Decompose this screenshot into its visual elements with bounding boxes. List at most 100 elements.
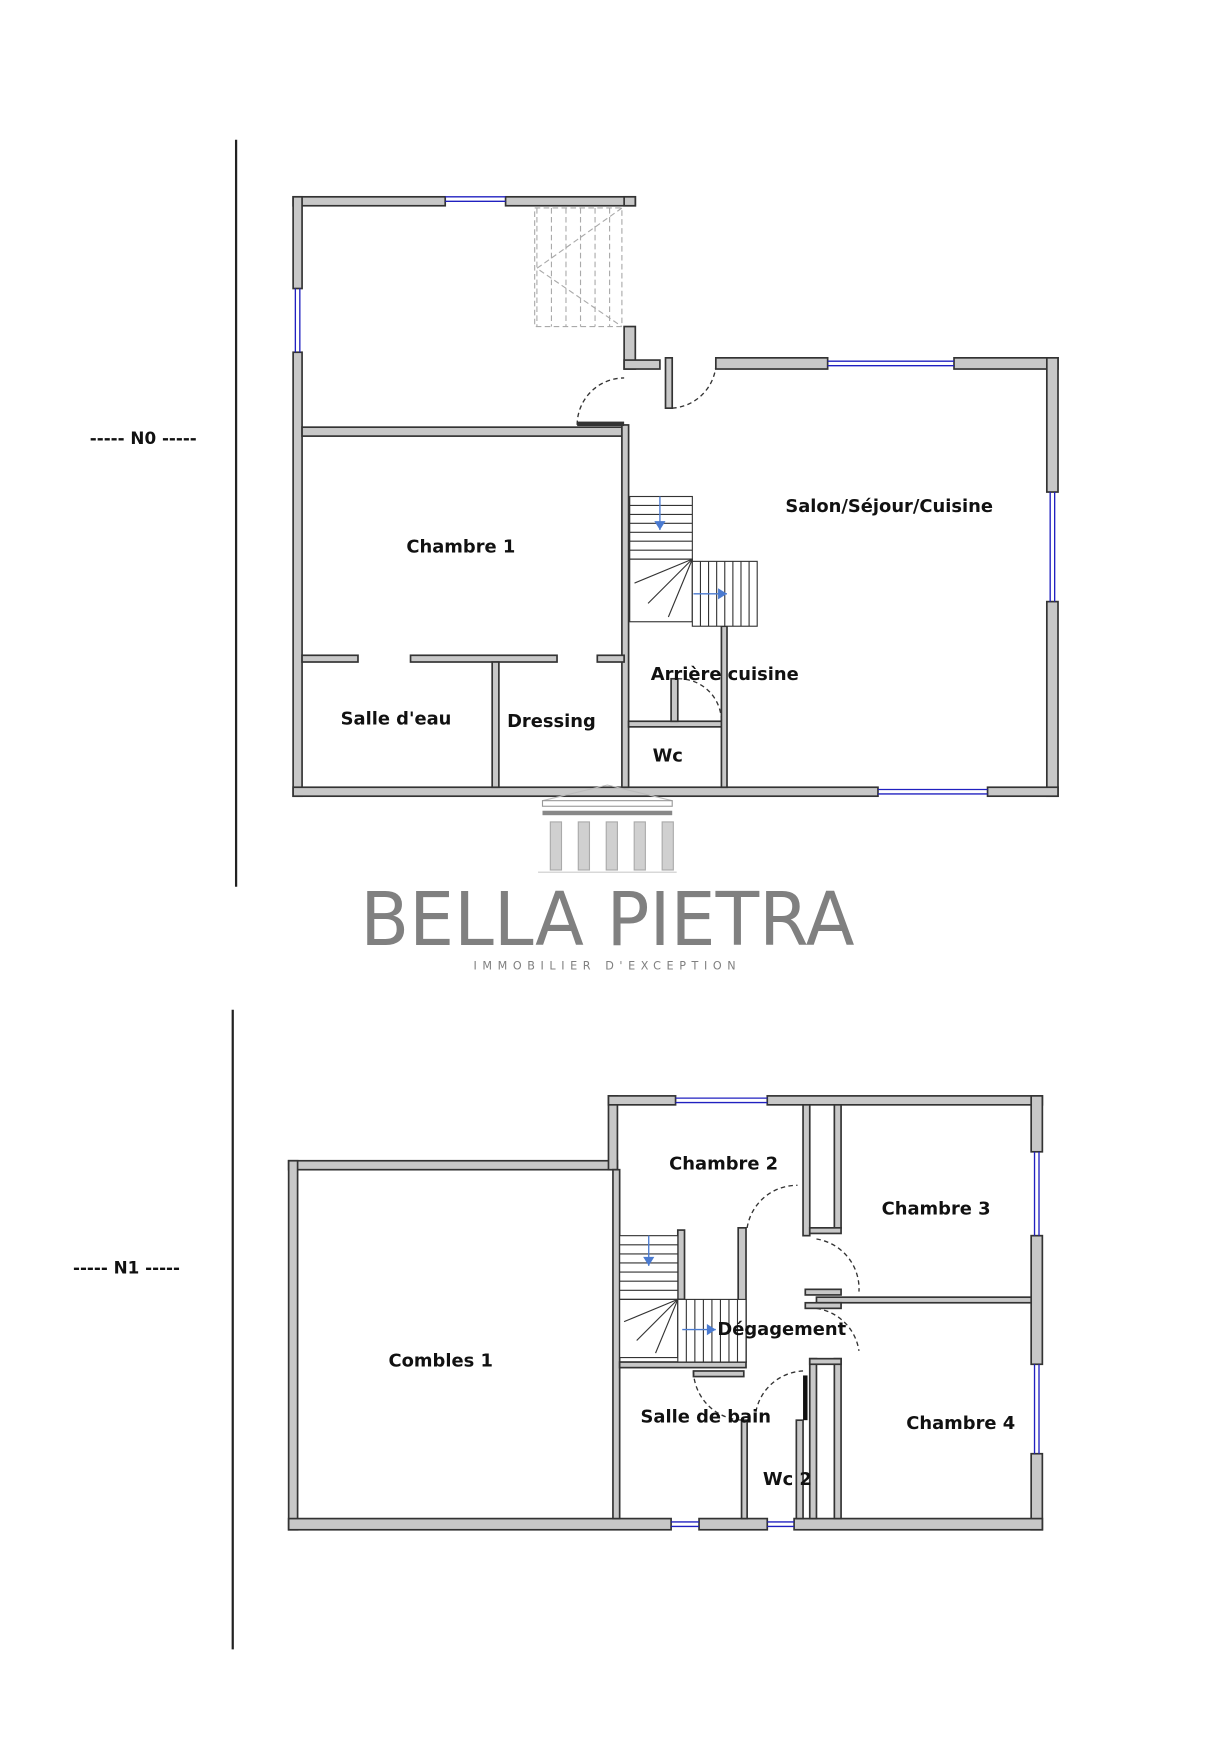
- room-label-chambre-1: Chambre 1: [406, 536, 515, 557]
- wall: [766, 1095, 1044, 1106]
- stair-tread: [667, 558, 693, 618]
- wall: [1045, 357, 1059, 493]
- wall: [670, 677, 679, 723]
- wall: [720, 625, 728, 789]
- wall: [301, 426, 625, 437]
- temple-column: [633, 821, 646, 871]
- door-swing: [576, 377, 625, 425]
- door-swing: [816, 1307, 860, 1351]
- stair-tread: [647, 558, 693, 604]
- stair-outline: [534, 207, 623, 328]
- door-swing: [672, 366, 717, 409]
- wall: [287, 1517, 672, 1531]
- stair-arrow-head: [643, 1256, 655, 1266]
- room-label-arriere-cuisine: Arrière cuisine: [651, 664, 799, 685]
- n0-room-labels: Chambre 1 Salon/Séjour/Cuisine Arrière c…: [341, 496, 993, 766]
- wall: [287, 1159, 299, 1531]
- wall: [986, 786, 1059, 798]
- level-n0-label: ----- N0 -----: [90, 428, 197, 448]
- room-label-wc: Wc: [653, 746, 683, 767]
- door-leaf: [577, 421, 625, 427]
- temple-column: [605, 821, 618, 871]
- room-label-wc-2: Wc 2: [763, 1469, 812, 1490]
- room-label-chambre-2: Chambre 2: [669, 1154, 778, 1175]
- temple-logo-icon: [538, 784, 677, 873]
- stair-tread: [623, 1298, 679, 1323]
- wall: [808, 1357, 818, 1520]
- room-label-degagement: Dégagement: [717, 1319, 846, 1340]
- logo-tagline: IMMOBILIER D'EXCEPTION: [474, 960, 742, 973]
- wall: [287, 1159, 619, 1171]
- temple-column: [577, 821, 591, 871]
- room-label-chambre-4: Chambre 4: [906, 1413, 1015, 1434]
- wall: [607, 1095, 677, 1106]
- wall: [301, 654, 359, 663]
- temple-cornice: [541, 800, 673, 807]
- door-swing: [677, 678, 723, 722]
- wall: [612, 1168, 621, 1520]
- wall: [808, 1227, 842, 1235]
- wall: [833, 1103, 842, 1229]
- door-leaf: [803, 1375, 808, 1421]
- logo-name: BELLA PIETRA: [360, 877, 854, 963]
- n1-room-labels: Chambre 2 Chambre 3 Combles 1 Dégagement…: [389, 1154, 1016, 1490]
- wall: [409, 654, 558, 663]
- wall: [621, 424, 630, 789]
- wall: [664, 357, 674, 410]
- stair-tread: [636, 1299, 679, 1341]
- room-label-salon: Salon/Séjour/Cuisine: [785, 496, 993, 517]
- wall: [953, 357, 1059, 370]
- door-swing: [816, 1238, 860, 1292]
- room-label-chambre-3: Chambre 3: [882, 1198, 991, 1219]
- bella-pietra-logo: BELLA PIETRA IMMOBILIER D'EXCEPTION: [360, 784, 854, 973]
- wall: [714, 357, 829, 370]
- stair-arrow-head: [706, 1324, 716, 1336]
- wall: [292, 351, 303, 798]
- windows: [294, 196, 1056, 1528]
- wall: [833, 1357, 842, 1520]
- stair-arrow-head: [654, 521, 666, 531]
- stair-arrow-head: [718, 588, 728, 600]
- wall: [793, 1517, 1044, 1531]
- stairs: [534, 207, 758, 1363]
- wall: [740, 1419, 748, 1520]
- wall: [1030, 1095, 1044, 1153]
- temple-pediment: [542, 784, 673, 802]
- stair-tread: [634, 558, 693, 584]
- room-label-combles-1: Combles 1: [389, 1351, 493, 1372]
- wall: [292, 195, 303, 290]
- wall: [815, 1296, 1033, 1304]
- door-swing: [692, 1370, 744, 1421]
- level-guides: ----- N0 ----- ----- N1 -----: [73, 139, 238, 1650]
- wall: [692, 1370, 745, 1378]
- wall: [795, 1419, 804, 1520]
- room-label-salle-eau: Salle d'eau: [341, 709, 452, 730]
- temple-column: [549, 821, 563, 871]
- wall: [618, 1361, 747, 1369]
- wall: [804, 1301, 842, 1310]
- room-label-dressing: Dressing: [507, 711, 596, 732]
- wall: [802, 1103, 811, 1237]
- wall: [808, 1357, 842, 1366]
- wall: [596, 654, 625, 663]
- temple-frieze: [542, 810, 673, 816]
- wall: [292, 786, 879, 798]
- walls: [287, 195, 1059, 1531]
- stair-tread: [655, 1299, 679, 1354]
- temple-column: [661, 821, 674, 871]
- wall: [504, 195, 637, 207]
- wall: [698, 1517, 769, 1531]
- doors: [576, 366, 860, 1421]
- door-swing: [754, 1370, 804, 1421]
- wall: [804, 1288, 842, 1296]
- door-swing: [746, 1184, 798, 1228]
- room-label-salle-de-bain: Salle de bain: [641, 1406, 771, 1427]
- level-n1-label: ----- N1 -----: [73, 1258, 180, 1278]
- wall: [623, 359, 661, 370]
- wall: [1030, 1234, 1044, 1366]
- wall: [676, 1229, 686, 1301]
- wall: [491, 661, 500, 789]
- wall: [292, 195, 447, 207]
